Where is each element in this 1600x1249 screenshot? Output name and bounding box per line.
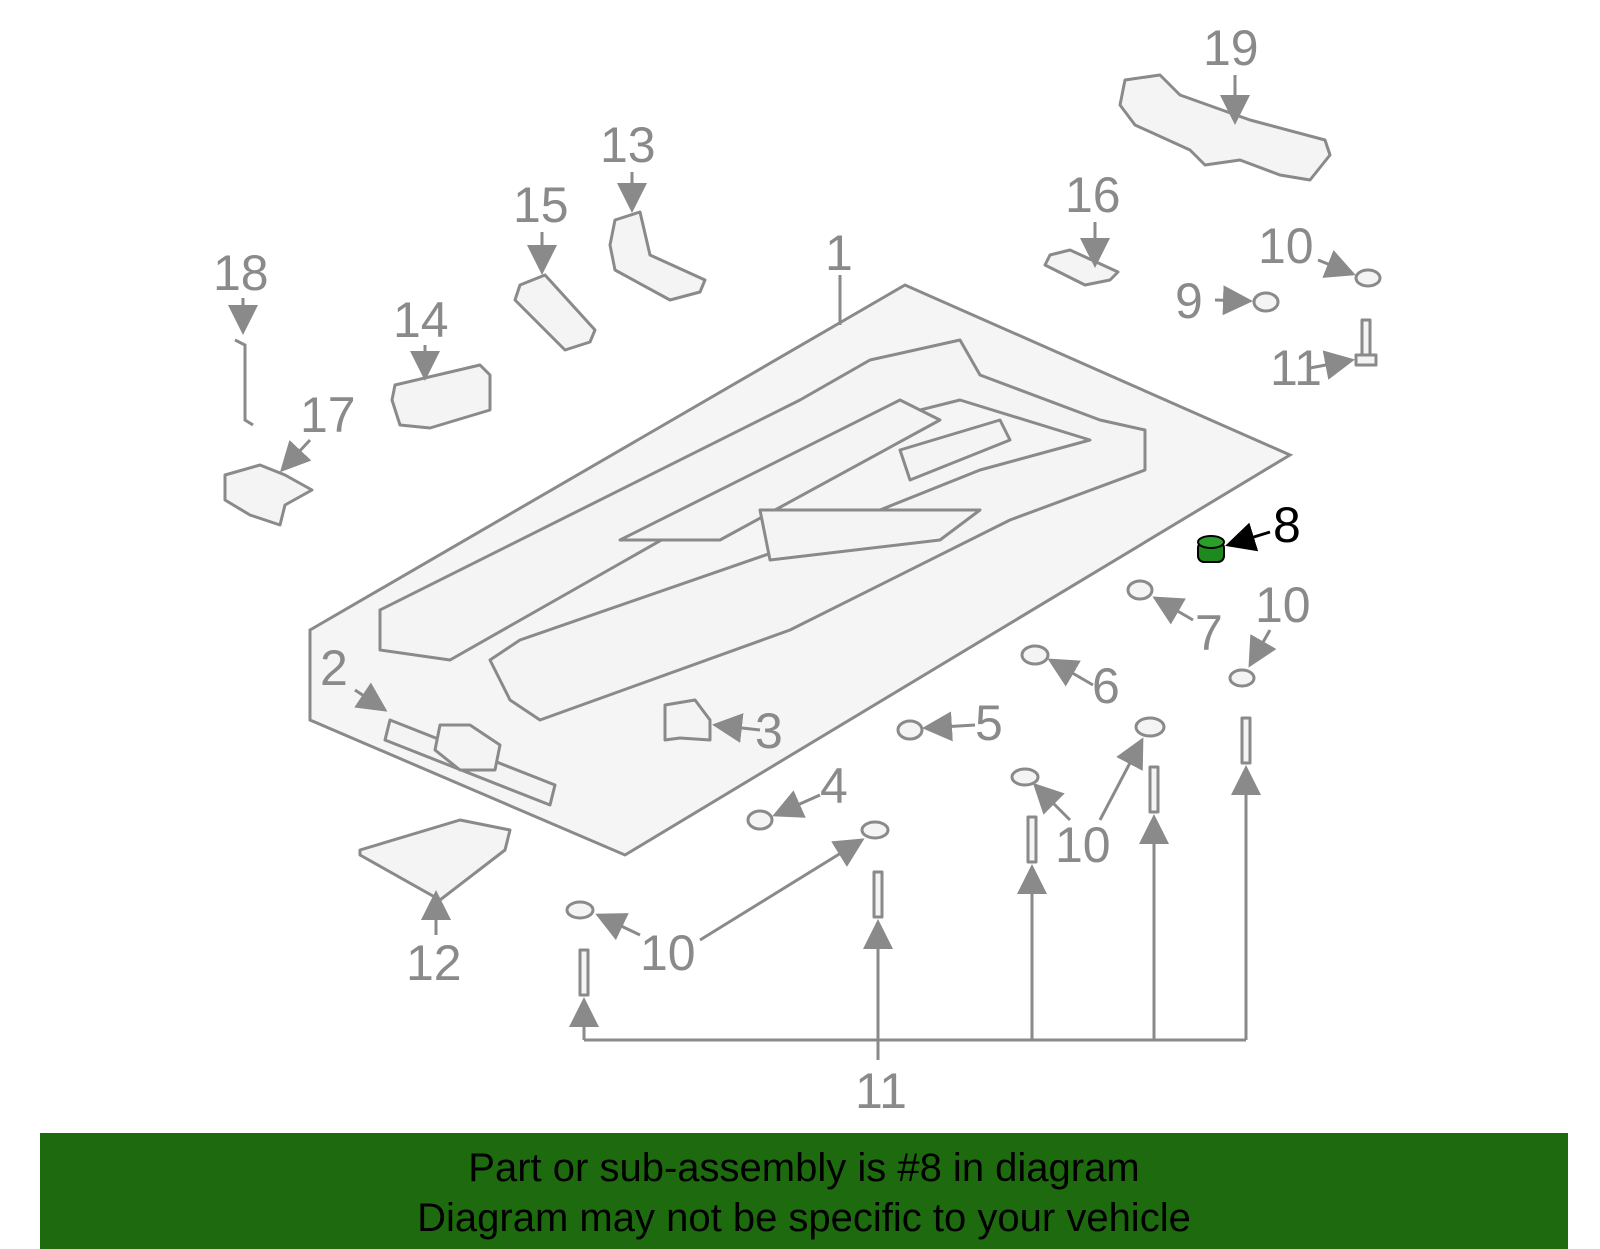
callout-11-top: 11: [1270, 340, 1322, 396]
callout-5: 5: [975, 695, 1003, 751]
part-13-bracket[interactable]: [608, 210, 707, 302]
part-16-bracket[interactable]: [1043, 248, 1120, 287]
leader-10-right: [1248, 629, 1277, 668]
part-10-washer[interactable]: [1134, 716, 1166, 738]
part-8-bushing-selected[interactable]: [1197, 535, 1225, 563]
part-5-bushing[interactable]: [896, 719, 924, 741]
banner-line-1: Part or sub-assembly is #8 in diagram: [468, 1146, 1140, 1190]
leader-6: [1047, 658, 1094, 687]
part-19-crossmember[interactable]: [1118, 73, 1332, 182]
callout-9: 9: [1175, 273, 1203, 329]
callout-10-mid: 10: [1055, 817, 1111, 873]
banner-line-2: Diagram may not be specific to your vehi…: [417, 1196, 1191, 1240]
part-11-bolt[interactable]: [578, 948, 590, 997]
callout-13: 13: [600, 117, 656, 173]
part-10-washer[interactable]: [1228, 668, 1256, 688]
part-9-bushing[interactable]: [1252, 291, 1280, 313]
callout-15: 15: [513, 177, 569, 233]
callout-4: 4: [820, 758, 848, 814]
callout-10-right: 10: [1255, 577, 1311, 633]
part-2-crossmember[interactable]: [383, 718, 557, 807]
part-11-bolt[interactable]: [1148, 765, 1160, 814]
part-11-bolt[interactable]: [1240, 716, 1252, 765]
callout-19: 19: [1203, 20, 1259, 76]
callout-7: 7: [1195, 605, 1223, 661]
callout-18: 18: [213, 245, 269, 301]
callout-16: 16: [1065, 167, 1121, 223]
part-7-bushing[interactable]: [1126, 579, 1154, 601]
leader-10-low-b: [699, 838, 865, 942]
part-12-skid-plate[interactable]: [358, 818, 512, 902]
callout-1: 1: [825, 225, 853, 281]
part-10-washer[interactable]: [1354, 268, 1382, 288]
part-17-mount[interactable]: [223, 463, 314, 527]
callout-6: 6: [1092, 658, 1120, 714]
callout-10-top: 10: [1258, 218, 1314, 274]
callout-11-bottom: 11: [855, 1063, 907, 1119]
part-11-bolt[interactable]: [1026, 815, 1038, 864]
leader-9: [1214, 285, 1253, 316]
leader-10-mid-a: [1032, 782, 1072, 822]
part-11-bolt[interactable]: [1354, 318, 1378, 367]
callout-10-low: 10: [640, 925, 696, 981]
frame-assembly[interactable]: [378, 338, 1147, 722]
part-14-bracket[interactable]: [390, 363, 492, 430]
part-10-washer[interactable]: [1010, 767, 1040, 787]
part-11-bolt[interactable]: [872, 870, 884, 919]
callout-8: 8: [1273, 497, 1301, 553]
leader-10-low-a: [595, 913, 641, 941]
leader-4: [772, 790, 821, 818]
leader-17: [279, 438, 312, 473]
part-6-bushing[interactable]: [1020, 644, 1050, 666]
callout-3: 3: [755, 703, 783, 759]
part-18-rod[interactable]: [234, 338, 254, 427]
leader-3: [712, 713, 761, 743]
leader-10-mid-b: [1098, 737, 1144, 821]
leader-11-top: [1309, 350, 1355, 380]
leader-8: [1225, 522, 1271, 552]
leader-7: [1152, 596, 1194, 625]
callout-17: 17: [300, 387, 356, 443]
part-4-bushing[interactable]: [746, 809, 774, 831]
callout-12: 12: [406, 935, 462, 991]
leader-5: [922, 711, 976, 742]
part-10-washer[interactable]: [860, 820, 890, 840]
leader-10-top: [1317, 250, 1356, 278]
callout-14: 14: [393, 292, 449, 348]
part-10-washer[interactable]: [565, 900, 595, 920]
info-banner: Part or sub-assembly is #8 in diagram Di…: [40, 1133, 1568, 1249]
part-15-bracket[interactable]: [513, 273, 597, 352]
part-3-bracket[interactable]: [663, 698, 712, 742]
leader-2: [354, 682, 388, 712]
callout-2: 2: [320, 640, 348, 696]
